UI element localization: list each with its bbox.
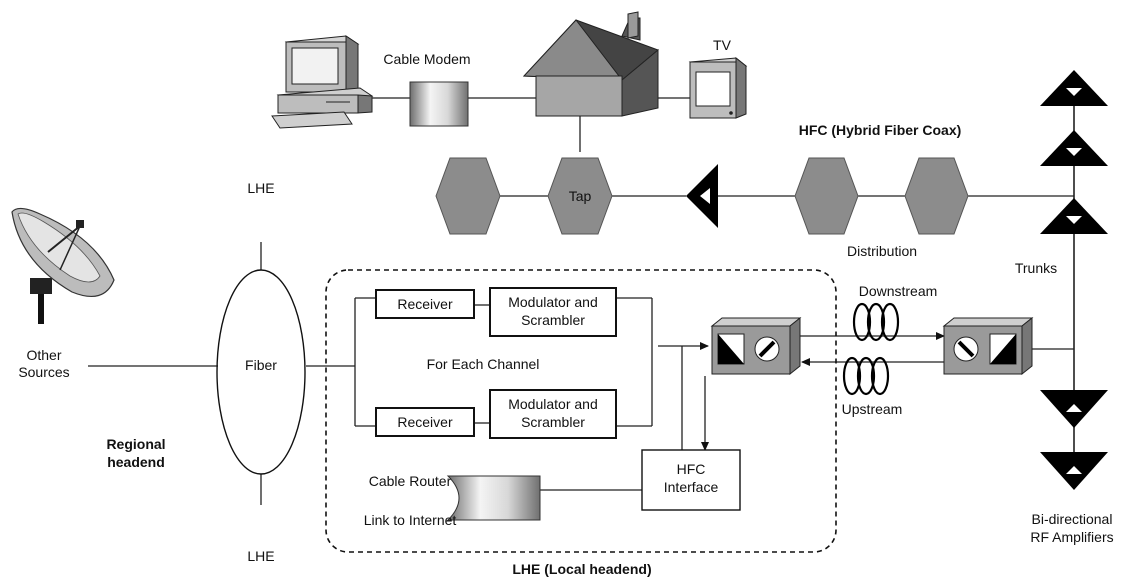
lhe-bottom-label: LHE: [247, 548, 274, 564]
lhe-top-label: LHE: [247, 180, 274, 196]
hex-node-3: [794, 157, 859, 235]
distribution-label: Distribution: [847, 243, 917, 259]
amplifier-4: [1040, 390, 1108, 428]
downstream-label: Downstream: [859, 283, 938, 299]
hfc-title: HFC (Hybrid Fiber Coax): [799, 122, 962, 138]
amplifiers-label-line2: RF Amplifiers: [1030, 529, 1113, 545]
computer-icon: [271, 35, 374, 129]
fiber-label: Fiber: [245, 357, 277, 373]
distribution-nodes: [435, 157, 969, 235]
hex-node-1: [435, 157, 501, 235]
modulator-top: [489, 287, 617, 337]
trunk-amplifiers: [1040, 70, 1108, 490]
modulator-bottom-line1: Modulator and: [508, 396, 598, 412]
receiver-bottom: [375, 407, 475, 437]
modulator-bottom-line2: Scrambler: [521, 414, 585, 430]
rf-amplifier-icon: [686, 164, 718, 228]
hex-node-4: [904, 157, 969, 235]
tv-icon: [688, 56, 748, 119]
amplifier-1: [1040, 70, 1108, 106]
other-sources-line1: Other: [26, 347, 61, 363]
cable-modem-label: Cable Modem: [383, 51, 470, 67]
coax-coil-icon: [852, 302, 900, 342]
tap-node: [547, 157, 613, 235]
other-sources-line2: Sources: [18, 364, 69, 380]
receiver-bottom-label: Receiver: [397, 414, 453, 430]
cable-router-label: Cable Router: [369, 473, 452, 489]
coax-coil-icon: [842, 356, 890, 396]
modulator-bottom: [489, 389, 617, 439]
tv-label: TV: [713, 37, 732, 53]
upstream-label: Upstream: [842, 401, 903, 417]
regional-headend-line2: headend: [107, 454, 165, 470]
house-icon: [522, 11, 659, 117]
optical-node-icon: [942, 316, 1034, 376]
receiver-top: [375, 289, 475, 319]
hfc-interface-box: [641, 449, 741, 511]
router-icon: [446, 475, 541, 521]
hfc-interface-line1: HFC: [677, 461, 706, 477]
cable-modem-icon: [409, 81, 469, 127]
optical-node-icon: [710, 316, 802, 376]
link-to-internet-label: Link to Internet: [364, 512, 457, 528]
amplifier-5: [1040, 452, 1108, 490]
receiver-top-label: Receiver: [397, 296, 453, 312]
satellite-dish-icon: [11, 207, 115, 324]
hfc-interface-line2: Interface: [664, 479, 719, 495]
trunks-label: Trunks: [1015, 260, 1057, 276]
amplifiers-label-line1: Bi-directional: [1032, 511, 1113, 527]
regional-headend-line1: Regional: [106, 436, 165, 452]
modulator-top-line1: Modulator and: [508, 294, 598, 310]
modulator-top-line2: Scrambler: [521, 312, 585, 328]
tap-label: Tap: [569, 188, 592, 204]
for-each-channel-label: For Each Channel: [427, 356, 540, 372]
amplifier-2: [1040, 130, 1108, 166]
lhe-local-label: LHE (Local headend): [512, 561, 651, 577]
fiber-ring: [216, 269, 306, 475]
amplifier-3: [1040, 198, 1108, 234]
